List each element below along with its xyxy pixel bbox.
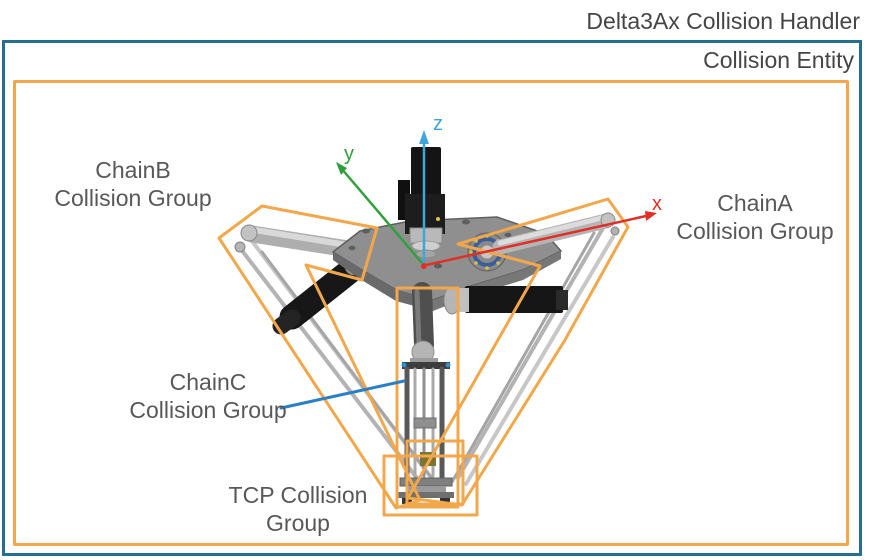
chaina-outline <box>406 197 630 507</box>
chaina-upper-arm <box>492 212 620 255</box>
x-axis: x <box>421 193 662 269</box>
x-axis-label: x <box>652 193 662 215</box>
tcp-outline-outer <box>382 454 479 517</box>
delta-robot-render <box>234 147 620 504</box>
collision-groups-box <box>13 80 849 546</box>
z-axis: z <box>419 113 443 264</box>
tcp-group-label-line1: TCP Collision <box>228 482 368 508</box>
tcp-group-label: TCP Collision Group <box>186 481 410 537</box>
chaina-group-label-line1: ChainA <box>717 190 793 216</box>
chainb-group-label-line1: ChainB <box>95 157 171 183</box>
chainc-leader-line <box>279 379 406 410</box>
center-column <box>398 282 454 504</box>
diagram-title: Delta3Ax Collision Handler <box>586 8 860 34</box>
chainb-group-label-line2: Collision Group <box>54 185 212 211</box>
chainc-group-label-line1: ChainC <box>169 369 247 395</box>
chainc-motor <box>443 285 568 315</box>
z-axis-label: z <box>433 113 443 135</box>
chainc-outline <box>395 286 460 509</box>
collision-entity-box <box>2 40 862 556</box>
collision-entity-label: Collision Entity <box>703 47 854 73</box>
chaina-group-label: ChainA Collision Group <box>643 189 867 245</box>
y-axis-label: y <box>344 143 354 165</box>
chaina-group-label-line2: Collision Group <box>676 218 834 244</box>
tcp-outline-inner <box>405 439 465 506</box>
collision-group-outlines <box>217 197 630 517</box>
chainb-group-label: ChainB Collision Group <box>21 156 245 212</box>
chainc-group-label-line2: Collision Group <box>129 397 287 423</box>
chainc-group-label: ChainC Collision Group <box>96 368 320 424</box>
tcp-group-label-line2: Group <box>266 510 330 536</box>
y-axis: y <box>336 143 423 264</box>
